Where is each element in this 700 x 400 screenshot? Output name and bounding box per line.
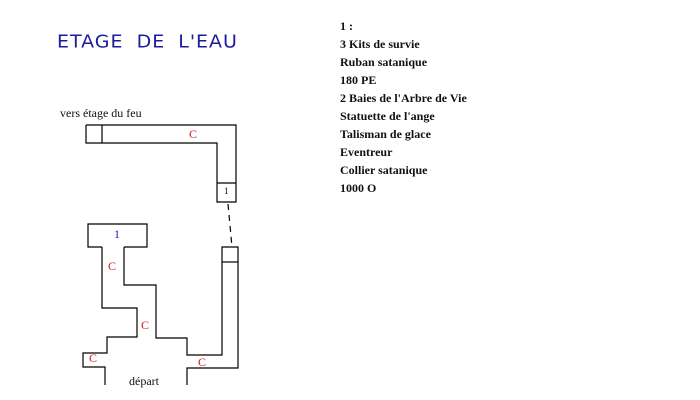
legend-item: 3 Kits de survie — [340, 37, 420, 51]
legend-item: Collier satanique — [340, 163, 428, 177]
treasure-marker-1: 1 — [114, 227, 120, 241]
chest-marker: C — [141, 318, 150, 332]
treasure-room-wall — [87, 223, 148, 248]
legend-heading: 1 : — [340, 19, 353, 33]
floor-title: ETAGE DE L'EAU — [57, 31, 238, 53]
lower-mid-wall — [123, 246, 239, 385]
chest-marker: C — [189, 127, 198, 141]
chest-marker: C — [89, 351, 98, 365]
upper-corridor-wall — [85, 124, 237, 203]
chest-marker: C — [198, 355, 207, 369]
legend-item: Talisman de glace — [340, 127, 431, 141]
legend-item: 1000 O — [340, 181, 377, 195]
legend-item: Ruban satanique — [340, 55, 428, 69]
lower-left-wall — [82, 247, 138, 385]
legend-item: 180 PE — [340, 73, 377, 87]
legend-item: Statuette de l'ange — [340, 109, 435, 123]
treasure-legend: 1 : 3 Kits de survie Ruban satanique 180… — [340, 17, 467, 197]
legend-item: 2 Baies de l'Arbre de Vie — [340, 91, 467, 105]
start-label: départ — [129, 374, 159, 388]
legend-item: Eventreur — [340, 145, 393, 159]
exit-label: vers étage du feu — [60, 106, 142, 120]
stair-link — [227, 203, 233, 248]
stair-marker: 1 — [224, 186, 229, 196]
chest-marker: C — [108, 259, 117, 273]
